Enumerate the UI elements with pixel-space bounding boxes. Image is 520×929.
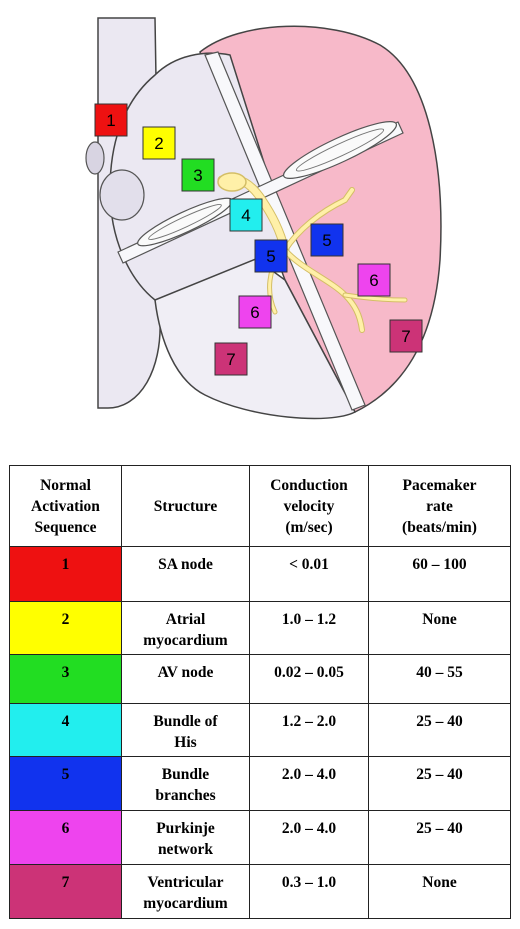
structure-cell: Ventricular myocardium xyxy=(121,864,250,919)
header-velocity: Conduction velocity (m/sec) xyxy=(249,465,369,547)
rate-cell: 25 – 40 xyxy=(368,703,511,757)
structure-cell: Purkinje network xyxy=(121,810,250,865)
valve-left-inner xyxy=(148,203,222,241)
rate-cell: None xyxy=(368,601,511,655)
marker-label: 7 xyxy=(226,350,235,369)
sequence-marker-3: 3 xyxy=(181,158,215,192)
sequence-marker-4: 4 xyxy=(229,198,263,232)
sequence-marker-6a: 6 xyxy=(238,295,272,329)
marker-label: 6 xyxy=(369,271,378,290)
marker-box xyxy=(254,239,288,273)
marker-label: 4 xyxy=(241,206,250,225)
marker-label: 1 xyxy=(106,111,115,130)
structure-cell: AV node xyxy=(121,654,250,704)
rate-cell: None xyxy=(368,864,511,919)
sequence-marker-7b: 7 xyxy=(389,319,423,353)
rate-cell: 25 – 40 xyxy=(368,756,511,811)
marker-label: 5 xyxy=(266,247,275,266)
sequence-cell: 7 xyxy=(9,864,122,919)
sequence-cell: 6 xyxy=(9,810,122,865)
sequence-marker-1: 1 xyxy=(94,103,128,137)
marker-box xyxy=(310,223,344,257)
marker-box xyxy=(229,198,263,232)
velocity-cell: 2.0 – 4.0 xyxy=(249,810,369,865)
velocity-cell: < 0.01 xyxy=(249,546,369,602)
sequence-cell: 5 xyxy=(9,756,122,811)
valve-right-inner xyxy=(295,128,385,172)
sequence-marker-7a: 7 xyxy=(214,342,248,376)
velocity-cell: 1.0 – 1.2 xyxy=(249,601,369,655)
marker-label: 3 xyxy=(193,166,202,185)
vein-opening xyxy=(85,141,105,175)
header-structure: Structure xyxy=(121,465,250,547)
marker-label: 5 xyxy=(322,231,331,250)
marker-label: 6 xyxy=(250,303,259,322)
septum xyxy=(204,51,366,411)
structure-cell: SA node xyxy=(121,546,250,602)
structure-cell: Bundle of His xyxy=(121,703,250,757)
sequence-marker-2: 2 xyxy=(142,126,176,160)
left-ventricle xyxy=(154,239,357,420)
sequence-marker-5b: 5 xyxy=(310,223,344,257)
structure-cell: Bundle branches xyxy=(121,756,250,811)
sequence-marker-5a: 5 xyxy=(254,239,288,273)
header-rate: Pacemaker rate (beats/min) xyxy=(368,465,511,547)
marker-box xyxy=(214,342,248,376)
table-header-row: Normal Activation Sequence Structure Con… xyxy=(9,465,511,547)
velocity-cell: 0.02 – 0.05 xyxy=(249,654,369,704)
rate-cell: 60 – 100 xyxy=(368,546,511,602)
marker-box xyxy=(142,126,176,160)
av-node-shape xyxy=(217,172,247,192)
velocity-cell: 0.3 – 1.0 xyxy=(249,864,369,919)
sequence-marker-6b: 6 xyxy=(357,263,391,297)
structure-cell: Atrial myocardium xyxy=(121,601,250,655)
marker-box xyxy=(389,319,423,353)
marker-box xyxy=(181,158,215,192)
velocity-cell: 2.0 – 4.0 xyxy=(249,756,369,811)
rate-cell: 40 – 55 xyxy=(368,654,511,704)
marker-box xyxy=(357,263,391,297)
rate-cell: 25 – 40 xyxy=(368,810,511,865)
marker-label: 7 xyxy=(401,327,410,346)
valve-right xyxy=(282,121,398,179)
marker-box xyxy=(238,295,272,329)
heart-conduction-diagram: 1 2 3 4 5 5 6 6 7 7 xyxy=(85,17,442,420)
sequence-cell: 1 xyxy=(9,546,122,602)
fossa-ovalis xyxy=(99,169,145,221)
sequence-cell: 2 xyxy=(9,601,122,655)
sequence-cell: 4 xyxy=(9,703,122,757)
marker-label: 2 xyxy=(154,134,163,153)
header-sequence: Normal Activation Sequence xyxy=(9,465,122,547)
marker-box xyxy=(94,103,128,137)
velocity-cell: 1.2 – 2.0 xyxy=(249,703,369,757)
sequence-cell: 3 xyxy=(9,654,122,704)
conduction-table: Normal Activation Sequence Structure Con… xyxy=(9,465,511,919)
